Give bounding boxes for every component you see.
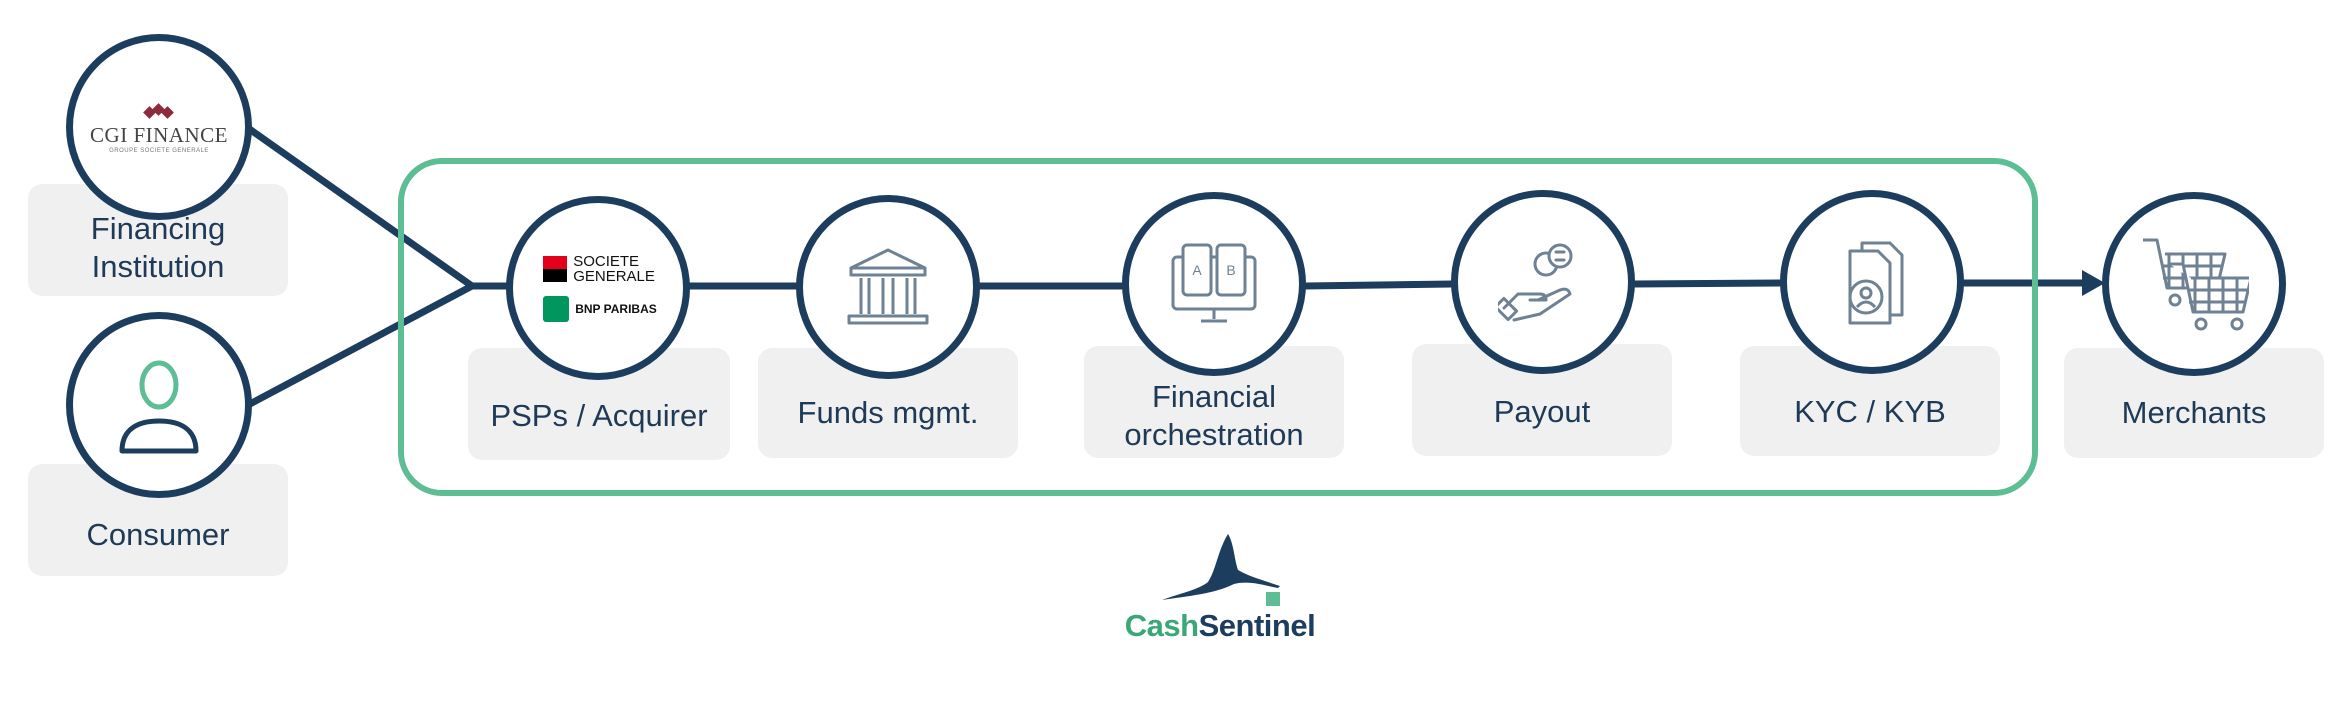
financing-institution-node: CGI FINANCE GROUPE SOCIETE GENERALE (66, 34, 252, 220)
cgi-finance-logo: CGI FINANCE GROUPE SOCIETE GENERALE (90, 101, 228, 154)
financial-orchestration-node: A B (1122, 192, 1306, 376)
consumer-label: Consumer (28, 464, 288, 576)
consumer-node (66, 312, 252, 498)
bnp-paribas-logo: BNP PARIBAS (543, 296, 657, 322)
consumer-connector (244, 282, 476, 409)
merchants-node (2102, 192, 2286, 376)
svg-text:A: A (1192, 262, 1202, 278)
platform-frame (398, 158, 2038, 496)
funds-mgmt-node (796, 195, 980, 379)
financing-institution-label: Financing Institution (28, 184, 288, 296)
payout-label: Payout (1412, 344, 1672, 456)
bank-icon (847, 248, 929, 325)
document-user-icon (1848, 241, 1904, 325)
cgi-diamond-icon (143, 102, 174, 119)
arrow-head (2082, 270, 2105, 296)
financing-connector (244, 124, 476, 290)
heron-logo (1162, 534, 1280, 606)
coin-hand-icon (1498, 243, 1573, 322)
ab-test-monitor-icon: A B (1171, 243, 1257, 323)
merchants-label: Merchants (2064, 348, 2324, 458)
kyc-kyb-node (1780, 190, 1964, 374)
cashsentinel-wordmark: CashSentinel (1124, 608, 1316, 643)
shopping-cart-icon (2143, 238, 2249, 331)
svg-text:B: B (1226, 262, 1235, 278)
user-icon (119, 360, 199, 454)
payout-node (1451, 190, 1635, 374)
